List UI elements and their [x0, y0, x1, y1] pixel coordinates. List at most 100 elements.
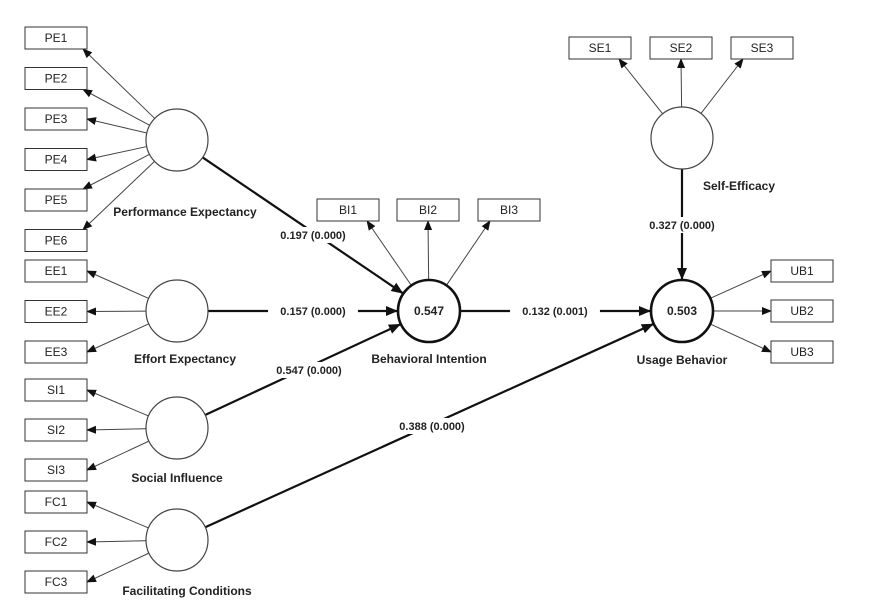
indicator-box[interactable] — [770, 340, 834, 364]
indicator-box[interactable] — [24, 570, 88, 594]
indicator-ee1[interactable]: EE1 — [24, 259, 88, 283]
indicator-si3[interactable]: SI3 — [24, 458, 88, 482]
latent-variable-circle[interactable] — [396, 278, 462, 344]
indicator-label: FC2 — [45, 535, 68, 549]
path-bi-ub[interactable]: 0.132 (0.001) — [460, 303, 651, 319]
indicator-ub2[interactable]: UB2 — [770, 299, 834, 323]
indicator-label: BI3 — [500, 203, 518, 217]
indicator-box[interactable] — [24, 188, 88, 212]
indicator-label: EE2 — [45, 305, 68, 319]
path-label-background — [268, 227, 358, 243]
indicator-box[interactable] — [24, 229, 88, 252]
indicator-fc3[interactable]: FC3 — [24, 570, 88, 594]
indicator-bi3[interactable]: BI3 — [477, 198, 541, 222]
indicator-box[interactable] — [24, 148, 88, 171]
indicator-box[interactable] — [649, 36, 713, 60]
indicator-box[interactable] — [24, 340, 88, 364]
indicator-label: BI1 — [339, 203, 357, 217]
indicator-label: UB3 — [790, 345, 814, 359]
indicator-box[interactable] — [730, 36, 794, 60]
path-coefficient-label: 0.132 (0.001) — [522, 306, 588, 318]
indicator-box[interactable] — [24, 530, 88, 554]
indicator-label: SI2 — [47, 423, 65, 437]
indicator-pe3[interactable]: PE3 — [24, 107, 88, 131]
latent-variable-circle[interactable] — [145, 108, 209, 172]
indicator-box[interactable] — [24, 300, 88, 323]
r-squared-value: 0.503 — [667, 304, 697, 318]
path-coefficient-label: 0.388 (0.000) — [399, 421, 465, 433]
indicator-box[interactable] — [24, 418, 88, 442]
path-fc-ub[interactable]: 0.388 (0.000) — [204, 323, 654, 529]
indicator-box[interactable] — [770, 259, 834, 283]
indicator-label: BI2 — [419, 203, 437, 217]
indicator-pe5[interactable]: PE5 — [24, 188, 88, 212]
indicator-se1[interactable]: SE1 — [568, 36, 632, 60]
loading-arrow — [86, 146, 147, 162]
loading-arrow — [677, 58, 686, 108]
indicator-bi1[interactable]: BI1 — [316, 198, 380, 222]
construct-label: Self-Efficacy — [703, 179, 775, 193]
indicator-label: FC1 — [45, 495, 68, 509]
path-si-bi[interactable]: 0.547 (0.000) — [204, 323, 401, 416]
indicator-ee2[interactable]: EE2 — [24, 300, 88, 323]
loading-arrow — [445, 220, 491, 286]
indicator-pe2[interactable]: PE2 — [24, 67, 88, 90]
indicator-box[interactable] — [24, 26, 88, 50]
indicator-box[interactable] — [770, 299, 834, 323]
indicator-box[interactable] — [24, 67, 88, 90]
indicator-label: EE1 — [45, 264, 68, 278]
indicator-label: SE3 — [751, 41, 774, 55]
latent-variable-circle[interactable] — [650, 106, 714, 170]
loading-arrow — [86, 117, 147, 134]
loading-arrow — [86, 537, 147, 546]
indicator-si2[interactable]: SI2 — [24, 418, 88, 442]
construct-label: Usage Behavior — [637, 353, 728, 367]
indicator-box[interactable] — [24, 490, 88, 514]
indicator-box[interactable] — [24, 378, 88, 402]
indicator-pe1[interactable]: PE1 — [24, 26, 88, 50]
latent-variable-circle[interactable] — [145, 396, 209, 460]
indicator-fc2[interactable]: FC2 — [24, 530, 88, 554]
indicator-ub1[interactable]: UB1 — [770, 259, 834, 283]
indicator-box[interactable] — [316, 198, 380, 222]
indicator-box[interactable] — [24, 458, 88, 482]
indicator-se3[interactable]: SE3 — [730, 36, 794, 60]
loading-arrow — [700, 58, 744, 114]
path-label-background — [637, 217, 727, 233]
indicator-label: PE1 — [45, 31, 68, 45]
outer-model-layer — [82, 48, 772, 583]
indicator-label: PE6 — [45, 234, 68, 248]
construct-pe: Performance Expectancy — [113, 108, 257, 219]
latent-variable-circle[interactable] — [649, 278, 715, 344]
indicator-pe6[interactable]: PE6 — [24, 229, 88, 252]
indicator-box[interactable] — [24, 107, 88, 131]
indicator-bi2[interactable]: BI2 — [396, 198, 460, 222]
indicator-box[interactable] — [396, 198, 460, 222]
indicator-label: PE3 — [45, 112, 68, 126]
indicator-label: SE2 — [670, 41, 693, 55]
indicator-se2[interactable]: SE2 — [649, 36, 713, 60]
loading-arrow — [86, 323, 149, 353]
path-se-ub[interactable]: 0.327 (0.000) — [637, 169, 727, 280]
path-pe-bi[interactable]: 0.197 (0.000) — [202, 156, 404, 294]
loading-arrow — [86, 425, 147, 434]
indicator-box[interactable] — [477, 198, 541, 222]
indicator-label: PE2 — [45, 72, 68, 86]
indicator-ee3[interactable]: EE3 — [24, 340, 88, 364]
latent-variable-circle[interactable] — [145, 279, 209, 343]
indicator-pe4[interactable]: PE4 — [24, 148, 88, 171]
path-ee-bi[interactable]: 0.157 (0.000) — [208, 303, 398, 319]
loading-arrow — [86, 389, 149, 417]
indicator-box[interactable] — [24, 259, 88, 283]
construct-se: Self-Efficacy — [650, 106, 775, 193]
indicator-box[interactable] — [568, 36, 632, 60]
indicator-label: PE5 — [45, 193, 68, 207]
indicator-fc1[interactable]: FC1 — [24, 490, 88, 514]
path-label-background — [510, 303, 600, 319]
indicator-ub3[interactable]: UB3 — [770, 340, 834, 364]
path-arrow[interactable] — [202, 156, 404, 294]
latent-variable-circle[interactable] — [145, 508, 209, 572]
loading-arrow — [366, 220, 412, 286]
indicator-si1[interactable]: SI1 — [24, 378, 88, 402]
